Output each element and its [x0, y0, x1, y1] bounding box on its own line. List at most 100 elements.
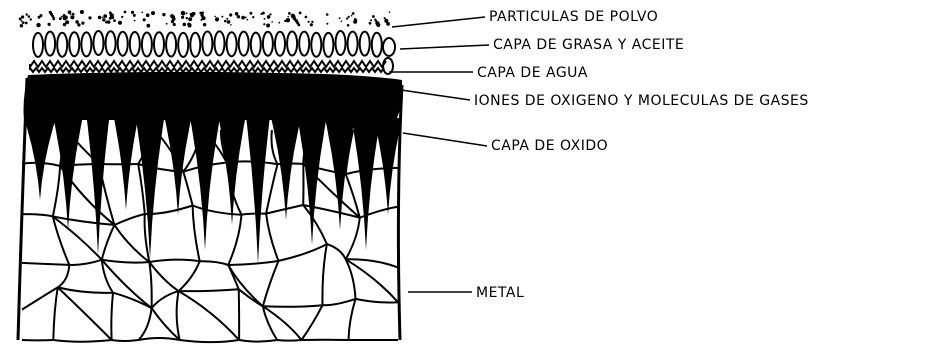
- grain-boundary: [327, 244, 346, 259]
- grain-boundary: [177, 291, 180, 340]
- dust-particle: [326, 23, 328, 25]
- dust-particle: [260, 13, 262, 15]
- dust-particle: [166, 23, 168, 25]
- grain-boundary: [193, 206, 242, 215]
- grain-boundary: [179, 291, 240, 340]
- grain-boundary: [149, 262, 178, 291]
- dust-particle: [72, 13, 75, 16]
- dust-particle: [134, 20, 136, 22]
- dust-particle: [202, 17, 205, 20]
- grain-boundary: [69, 260, 102, 265]
- grain-boundary: [277, 340, 301, 341]
- grease-molecule: [383, 38, 395, 56]
- dust-particle: [245, 17, 247, 19]
- dust-particle: [20, 24, 23, 27]
- grain-boundary: [179, 289, 239, 291]
- dust-particle: [70, 15, 74, 19]
- dust-particle: [181, 11, 185, 15]
- dust-particle: [288, 12, 291, 15]
- grease-molecule: [33, 33, 43, 57]
- dust-particle: [186, 17, 188, 19]
- dust-particle: [229, 13, 232, 16]
- dust-particle: [237, 15, 240, 18]
- grain-boundary: [346, 218, 360, 260]
- dust-particle: [40, 14, 43, 17]
- dust-particle: [230, 24, 232, 26]
- grain-boundary: [53, 166, 60, 217]
- water-molecules: [30, 61, 386, 67]
- dust-particle: [375, 21, 379, 25]
- dust-particle: [348, 16, 350, 18]
- grain-boundary: [228, 261, 278, 265]
- grain-boundary: [22, 287, 58, 309]
- grease-oil-layer: [33, 31, 395, 57]
- dust-particle: [173, 23, 176, 26]
- grain-boundary: [266, 205, 303, 214]
- oxide-finger: [87, 118, 110, 255]
- dust-particle: [341, 20, 343, 22]
- oxide-finger: [219, 118, 246, 225]
- grease-molecule: [130, 32, 140, 56]
- grain-boundary: [102, 225, 115, 260]
- dust-particle: [105, 21, 107, 23]
- grease-molecule: [348, 32, 358, 56]
- grain-boundary: [322, 244, 326, 305]
- grease-molecule: [263, 32, 273, 56]
- grease-molecule: [45, 32, 55, 56]
- grain-boundary: [180, 340, 240, 342]
- dust-particle: [214, 16, 216, 18]
- dust-particle: [162, 13, 165, 16]
- label-capa-de-agua: CAPA DE AGUA: [477, 65, 588, 81]
- dust-particle: [352, 12, 355, 15]
- leader-lines: [389, 17, 489, 292]
- grease-molecule: [336, 31, 346, 55]
- dust-particle: [141, 12, 143, 14]
- grease-molecule: [166, 33, 176, 57]
- dust-particle: [171, 16, 175, 20]
- dust-particle: [278, 22, 280, 24]
- dust-particle: [311, 21, 313, 23]
- dust-particle: [339, 17, 341, 19]
- dust-particle: [346, 18, 348, 20]
- grease-molecule: [57, 33, 67, 57]
- dust-particle: [305, 16, 308, 19]
- grease-molecule: [81, 32, 91, 56]
- dust-particle: [21, 20, 23, 22]
- grain-boundary: [303, 205, 327, 244]
- dust-particle: [121, 16, 123, 18]
- dust-particle: [146, 13, 150, 17]
- grain-boundary: [113, 293, 152, 308]
- water-layer: [30, 58, 393, 74]
- dust-particle: [286, 18, 290, 22]
- grease-molecule: [323, 33, 333, 57]
- dust-particle: [310, 23, 313, 26]
- grease-molecule: [251, 33, 261, 57]
- grease-molecule: [154, 32, 164, 56]
- grain-boundary: [102, 260, 150, 263]
- label-iones-de-oxigeno: IONES DE OXIGENO Y MOLECULAS DE GASES: [474, 93, 809, 109]
- dust-particle: [113, 19, 116, 22]
- grain-boundary: [323, 299, 356, 305]
- dust-particle: [107, 20, 110, 23]
- dust-particle: [215, 17, 219, 21]
- water-molecules: [30, 68, 384, 72]
- grain-boundary: [139, 308, 152, 340]
- dust-particle: [65, 20, 69, 24]
- dust-particle: [264, 18, 266, 20]
- dust-particle: [133, 14, 136, 17]
- dust-particle: [75, 20, 79, 24]
- dust-particle: [347, 24, 350, 27]
- oxide-finger: [53, 118, 82, 230]
- label-capa-de-grasa-y-aceite: CAPA DE GRASA Y ACEITE: [493, 37, 684, 53]
- dust-particle: [298, 24, 301, 27]
- grain-boundary: [112, 340, 139, 341]
- grain-boundary: [266, 164, 277, 213]
- grain-boundary: [200, 261, 229, 265]
- grain-boundary: [102, 260, 152, 308]
- grain-boundary: [263, 305, 323, 307]
- dust-particle: [252, 16, 254, 18]
- grain-boundary: [53, 340, 111, 342]
- dust-particle: [151, 11, 155, 15]
- grain-boundary: [239, 340, 277, 342]
